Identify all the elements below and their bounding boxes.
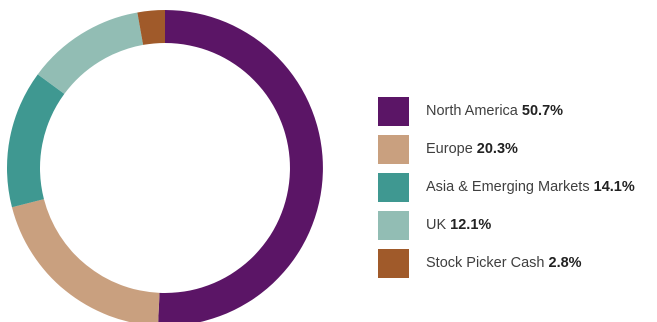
- legend-item: North America 50.7%: [378, 96, 653, 126]
- legend-category: Europe: [426, 141, 477, 157]
- donut-slice-2: [6, 74, 65, 208]
- donut-slice-3: [37, 12, 144, 94]
- legend-item: Stock Picker Cash 2.8%: [378, 248, 653, 278]
- donut-slice-0: [158, 10, 323, 322]
- donut-chart: [6, 10, 323, 322]
- legend-label: UK 12.1%: [426, 217, 491, 233]
- legend: North America 50.7% Europe 20.3% Asia & Em…: [378, 96, 653, 286]
- donut-slice-4: [137, 10, 165, 45]
- legend-item: UK 12.1%: [378, 210, 653, 240]
- legend-category: Asia & Emerging Markets: [426, 179, 594, 195]
- donut-slice-1: [11, 199, 160, 322]
- legend-value: 14.1%: [593, 179, 635, 195]
- legend-swatch: [378, 96, 409, 126]
- legend-category: Stock Picker Cash: [426, 255, 549, 271]
- legend-label: Asia & Emerging Markets 14.1%: [426, 179, 635, 195]
- legend-value: 12.1%: [450, 217, 492, 233]
- legend-swatch: [378, 210, 409, 240]
- legend-swatch: [378, 172, 409, 202]
- legend-swatch: [378, 248, 409, 278]
- legend-swatch: [378, 134, 409, 164]
- legend-value: 20.3%: [476, 141, 518, 157]
- legend-value: 50.7%: [521, 103, 564, 119]
- legend-category: North America: [426, 103, 522, 119]
- legend-value: 2.8%: [548, 255, 582, 271]
- legend-item: Asia & Emerging Markets 14.1%: [378, 172, 653, 202]
- legend-label: North America 50.7%: [426, 103, 563, 119]
- legend-item: Europe 20.3%: [378, 134, 653, 164]
- legend-label: Europe 20.3%: [426, 141, 518, 157]
- legend-label: Stock Picker Cash 2.8%: [426, 255, 582, 271]
- legend-category: UK: [426, 217, 451, 233]
